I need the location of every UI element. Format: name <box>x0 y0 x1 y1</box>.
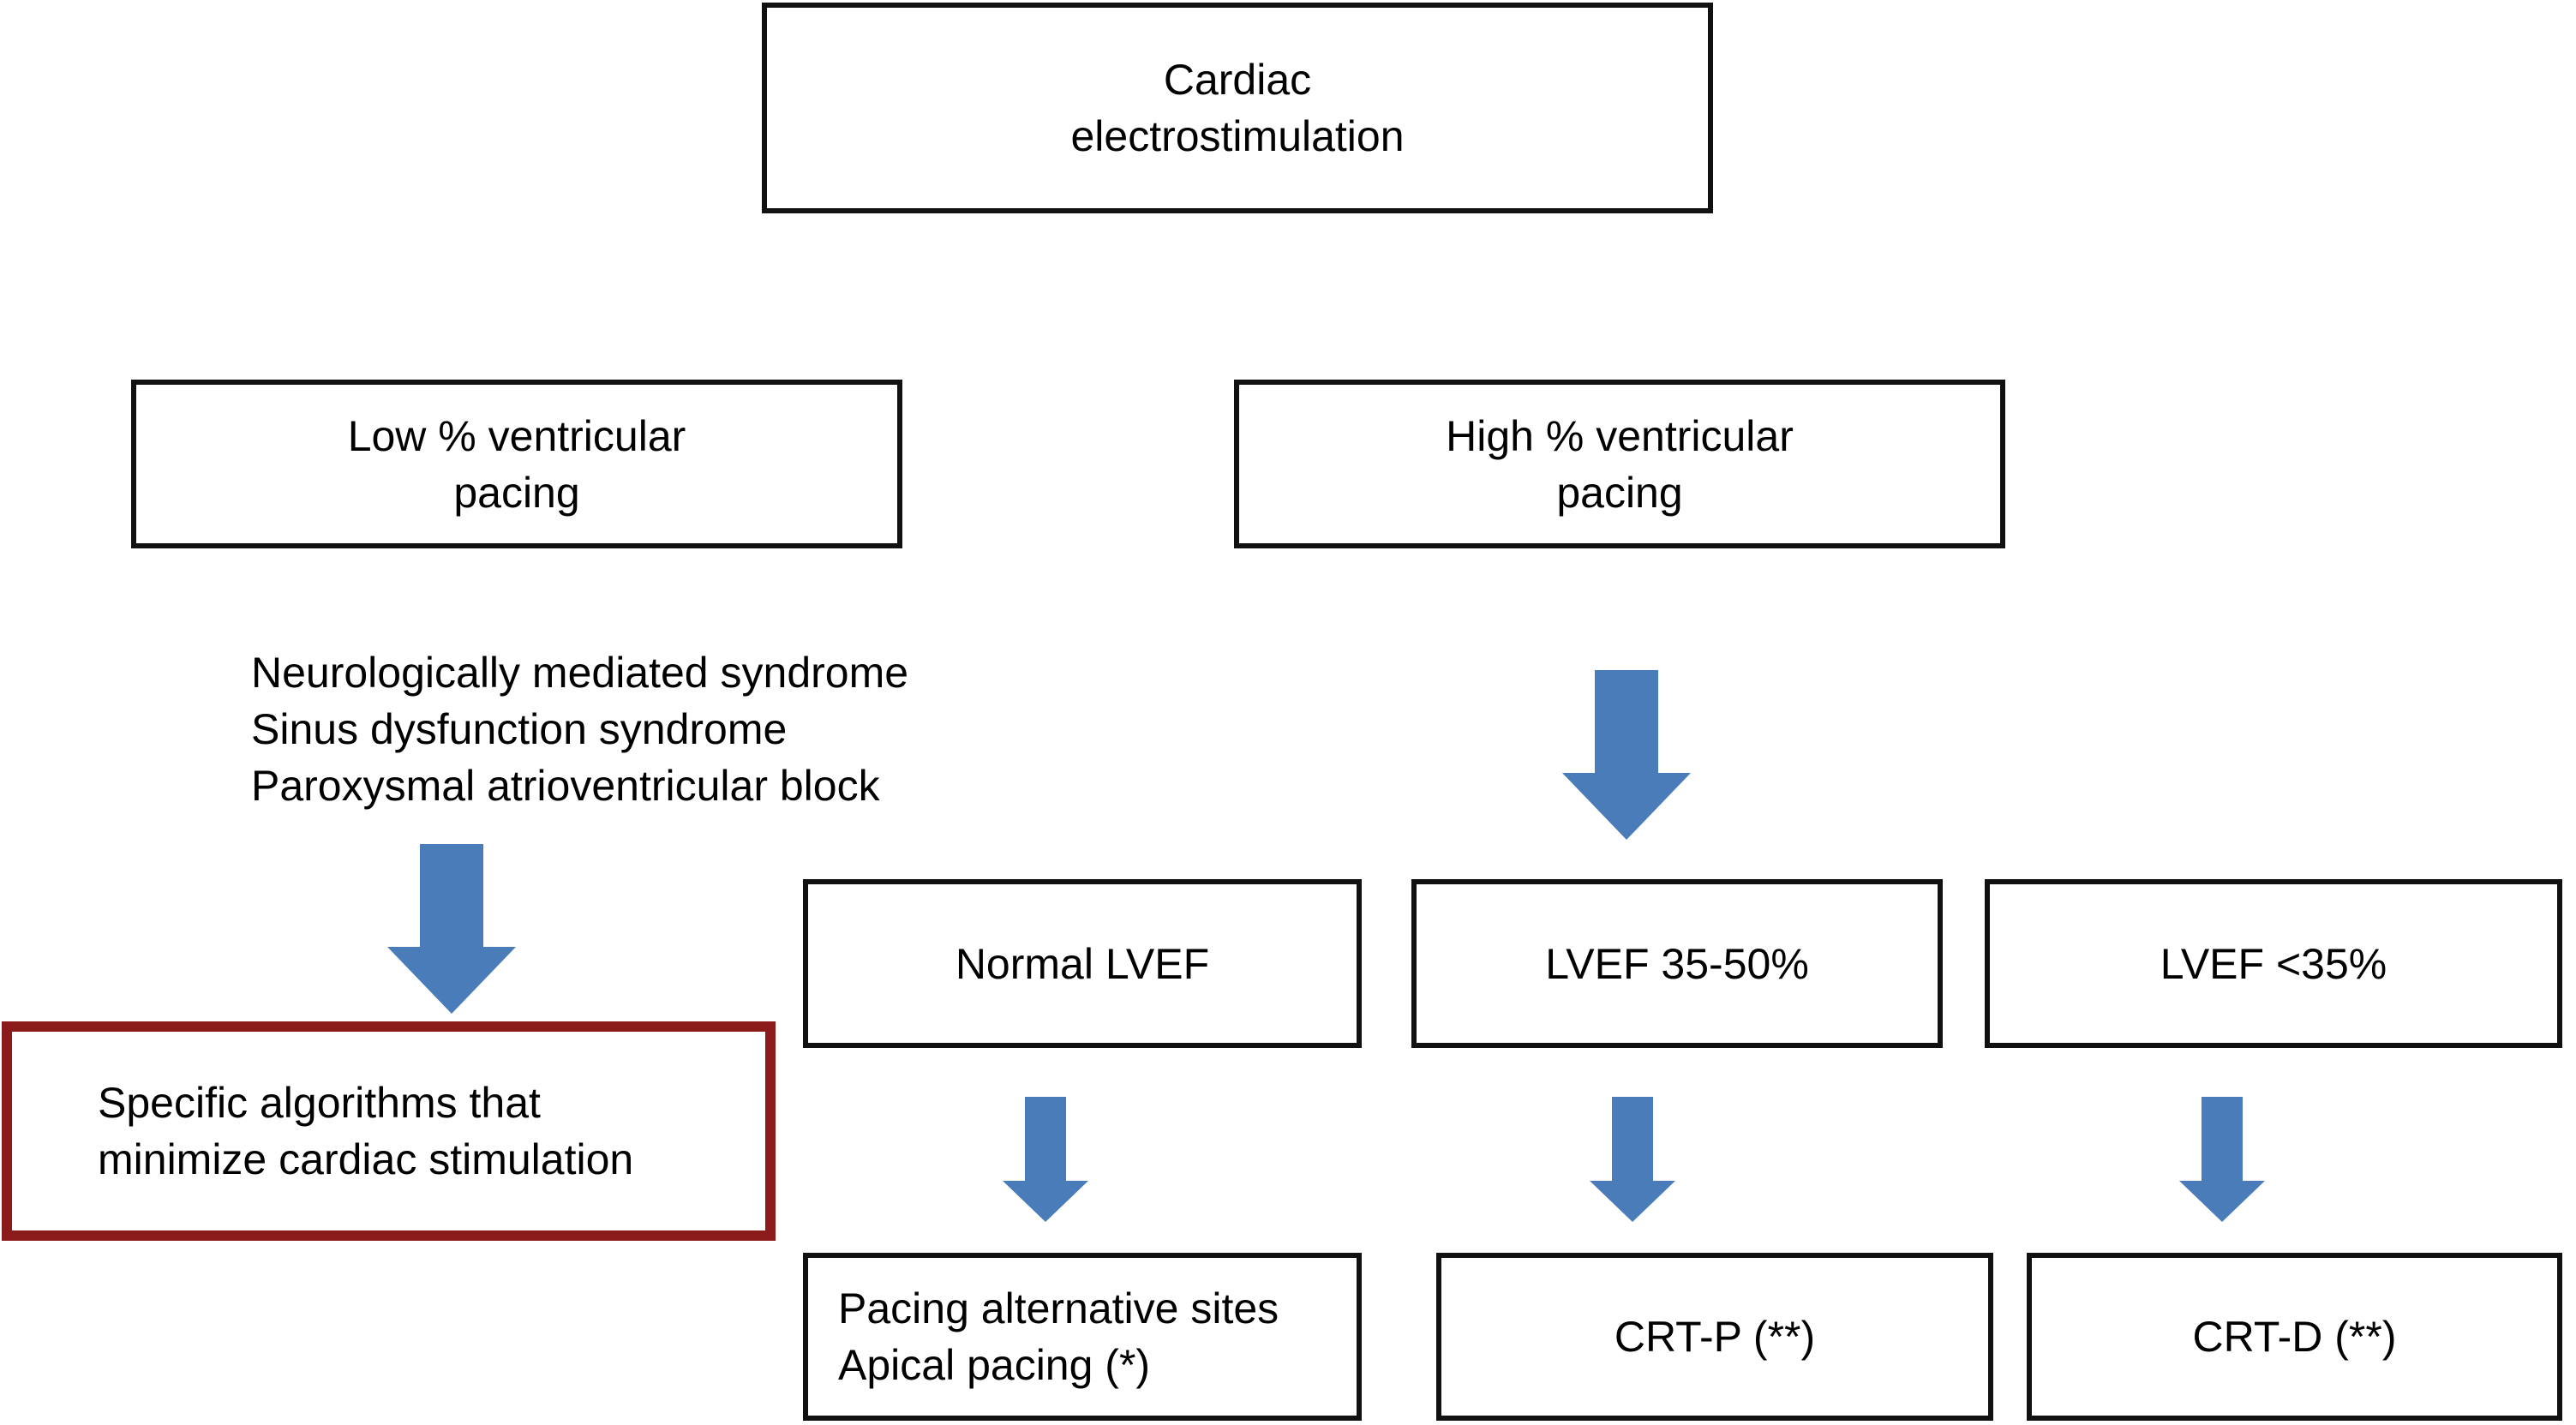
node-high-ventricular-pacing: High % ventricular pacing <box>1234 380 2005 548</box>
indications-text: Neurologically mediated syndrome Sinus d… <box>251 644 908 814</box>
node-pacing-alternative-sites: Pacing alternative sites Apical pacing (… <box>803 1253 1362 1421</box>
node-label-line: pacing <box>1556 468 1683 517</box>
down-arrow-icon <box>1590 1097 1675 1222</box>
node-normal-lvef: Normal LVEF <box>803 879 1362 1048</box>
node-label-line: LVEF 35-50% <box>1545 939 1809 988</box>
indication-line: Paroxysmal atrioventricular block <box>251 762 880 810</box>
node-cardiac-electrostimulation: Cardiac electrostimulation <box>762 3 1713 213</box>
down-arrow-icon <box>1562 670 1691 840</box>
node-label-line: minimize cardiac stimulation <box>98 1135 634 1183</box>
node-specific-algorithms: Specific algorithms that minimize cardia… <box>2 1021 776 1241</box>
node-low-ventricular-pacing: Low % ventricular pacing <box>131 380 902 548</box>
node-label-line: Normal LVEF <box>955 939 1210 988</box>
down-arrow-icon <box>1003 1097 1088 1222</box>
node-label-line: Pacing alternative sites <box>838 1284 1279 1332</box>
indication-line: Neurologically mediated syndrome <box>251 649 909 697</box>
node-label-line: CRT-P (**) <box>1614 1313 1816 1361</box>
down-arrow-icon <box>387 844 516 1014</box>
node-crt-p: CRT-P (**) <box>1436 1253 1993 1421</box>
node-lvef-35-50: LVEF 35-50% <box>1411 879 1943 1048</box>
node-label-line: CRT-D (**) <box>2192 1313 2397 1361</box>
down-arrow-icon <box>2179 1097 2265 1222</box>
node-label-line: electrostimulation <box>1070 112 1405 160</box>
node-label-line: Cardiac <box>1163 56 1312 104</box>
node-label-line: Specific algorithms that <box>98 1079 541 1127</box>
node-label-line: pacing <box>453 468 580 517</box>
indication-line: Sinus dysfunction syndrome <box>251 705 788 753</box>
node-label-line: LVEF <35% <box>2160 939 2387 988</box>
node-crt-d: CRT-D (**) <box>2027 1253 2562 1421</box>
node-label-line: Apical pacing (*) <box>838 1341 1151 1389</box>
node-lvef-under-35: LVEF <35% <box>1985 879 2562 1048</box>
node-label-line: Low % ventricular <box>347 411 686 460</box>
node-label-line: High % ventricular <box>1446 411 1794 460</box>
